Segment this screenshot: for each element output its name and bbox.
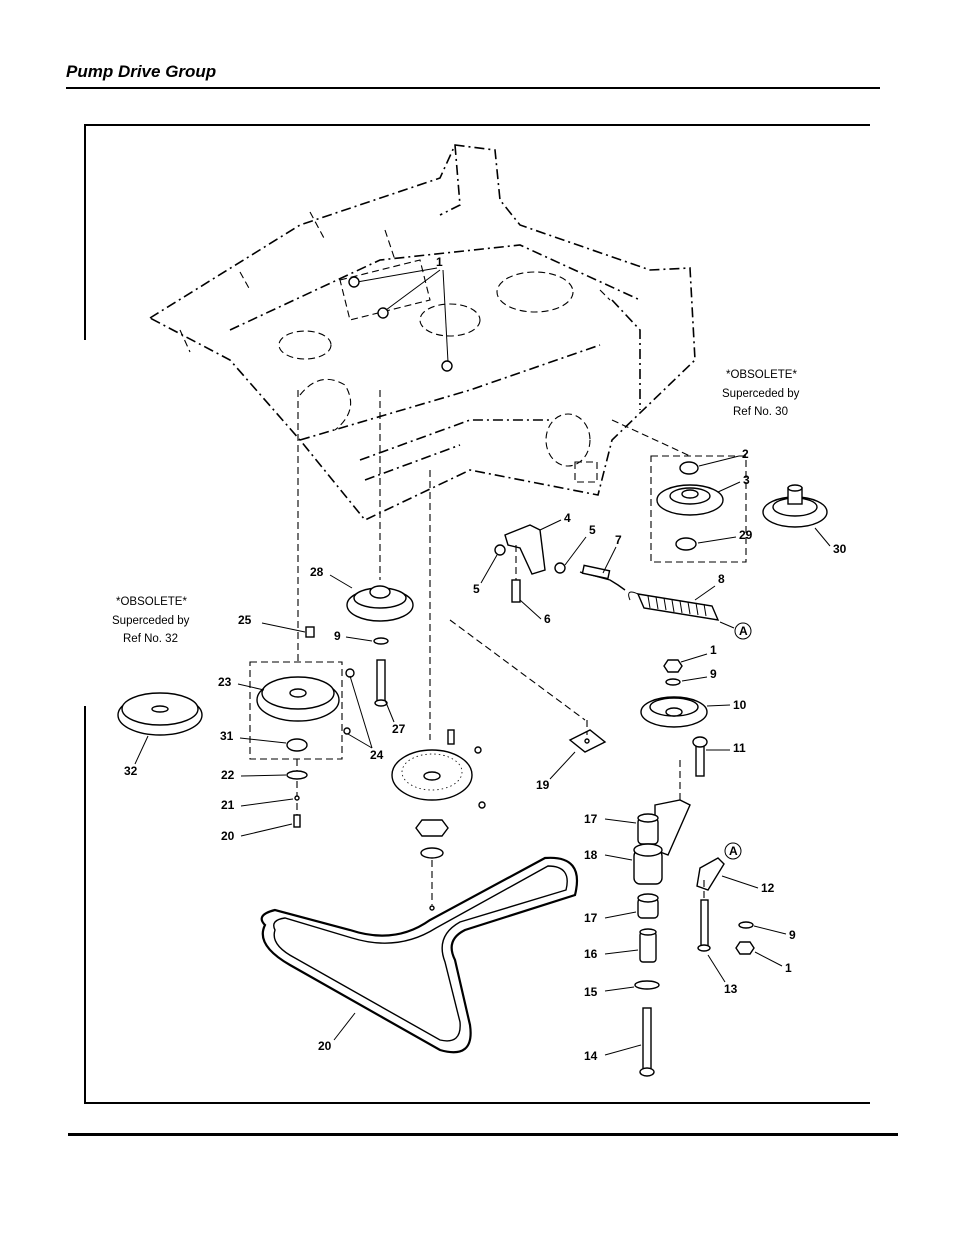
drive-pulley-28-group: 28 9 27 [310, 390, 414, 736]
svg-text:29: 29 [739, 528, 753, 542]
svg-text:*OBSOLETE*: *OBSOLETE* [116, 596, 187, 608]
svg-text:27: 27 [392, 722, 406, 736]
pulley-32: 32 [117, 692, 203, 778]
idler-pulley-group: 1 9 10 11 [640, 643, 747, 777]
svg-text:17: 17 [584, 812, 598, 826]
key-icon [305, 626, 315, 638]
svg-text:32: 32 [124, 764, 138, 778]
idler-arm-group: 19 12 A 17 18 17 16 15 14 [449, 619, 796, 1077]
svg-text:7: 7 [615, 533, 622, 547]
bearing-icon [675, 537, 697, 551]
svg-text:3: 3 [743, 473, 750, 487]
bracket-icon [504, 524, 546, 575]
svg-text:19: 19 [536, 778, 550, 792]
bolt-icon [376, 659, 386, 703]
svg-text:9: 9 [334, 629, 341, 643]
svg-text:5: 5 [589, 523, 596, 537]
svg-text:10: 10 [733, 698, 747, 712]
belt-icon [260, 856, 579, 1054]
hex-nut-icon [415, 819, 449, 837]
svg-text:6: 6 [544, 612, 551, 626]
svg-text:23: 23 [218, 675, 232, 689]
svg-text:Superceded by: Superceded by [112, 615, 190, 627]
svg-text:18: 18 [584, 848, 598, 862]
hex-nut-icon [735, 941, 755, 955]
svg-text:A: A [739, 624, 748, 638]
arm-plate-icon [696, 857, 725, 891]
nut-icon [554, 562, 566, 574]
diagram-frame-bottom [84, 1102, 870, 1104]
engine-pulley-group [391, 470, 486, 911]
svg-text:14: 14 [584, 1049, 598, 1063]
washer-icon [420, 847, 444, 859]
callout-1-top: 1 [348, 255, 453, 372]
svg-text:17: 17 [584, 911, 598, 925]
svg-text:25: 25 [238, 613, 252, 627]
svg-text:*OBSOLETE*: *OBSOLETE* [726, 369, 797, 381]
svg-text:5: 5 [473, 582, 480, 596]
bearing-icon [679, 461, 699, 475]
idler-bracket-group: 4 5 5 6 7 8 A [473, 511, 752, 640]
svg-text:8: 8 [718, 572, 725, 586]
svg-text:9: 9 [710, 667, 717, 681]
nut-icon [494, 544, 506, 556]
svg-text:4: 4 [564, 511, 571, 525]
diagram-frame-top [84, 124, 870, 126]
title-rule [66, 87, 880, 89]
diagram-frame-left-lower [84, 706, 86, 1104]
svg-text:16: 16 [584, 947, 598, 961]
washer-icon [634, 980, 660, 990]
page-title: Pump Drive Group [66, 62, 217, 81]
hex-nut-icon [663, 659, 683, 673]
svg-text:2: 2 [742, 447, 749, 461]
svg-text:20: 20 [221, 829, 235, 843]
hex-nut-icon [441, 360, 453, 372]
svg-text:24: 24 [370, 748, 384, 762]
reference-marker-icon [734, 622, 752, 640]
svg-text:Superceded by: Superceded by [722, 388, 800, 400]
svg-text:Ref No. 30: Ref No. 30 [733, 406, 788, 418]
svg-text:1: 1 [710, 643, 717, 657]
svg-text:12: 12 [761, 881, 775, 895]
svg-text:15: 15 [584, 985, 598, 999]
svg-text:9: 9 [789, 928, 796, 942]
hex-nut-icon [377, 307, 389, 319]
obsolete-group-30: *OBSOLETE* Superceded by Ref No. 30 2 3 … [611, 369, 800, 563]
washer-icon [665, 678, 681, 686]
svg-text:30: 30 [833, 542, 847, 556]
bolt-icon [700, 899, 709, 949]
spacer-icon [639, 931, 657, 963]
bolt-icon [642, 1007, 652, 1073]
svg-text:11: 11 [733, 741, 746, 755]
pulley-30: 30 [762, 484, 847, 556]
washer-icon [286, 770, 308, 780]
svg-text:31: 31 [220, 729, 234, 743]
diagram-frame-left-upper [84, 124, 86, 340]
washer-icon [373, 637, 389, 645]
washer-icon [738, 921, 754, 929]
svg-text:21: 21 [221, 798, 235, 812]
hex-nut-icon [348, 276, 360, 288]
screw-icon [293, 814, 301, 828]
obsolete-group-32: *OBSOLETE* Superceded by Ref No. 32 25 2… [112, 390, 384, 843]
hub-icon [286, 738, 308, 752]
bolt-icon [511, 579, 521, 603]
chassis-frame [148, 144, 696, 521]
svg-text:A: A [729, 844, 738, 858]
svg-text:1: 1 [785, 961, 792, 975]
svg-text:28: 28 [310, 565, 324, 579]
drive-belt-20: 20 [260, 856, 579, 1054]
svg-text:Ref No. 32: Ref No. 32 [123, 633, 178, 645]
callout-label: 20 [318, 1039, 332, 1053]
svg-text:22: 22 [221, 768, 235, 782]
footer-rule [68, 1133, 898, 1136]
svg-text:13: 13 [724, 982, 738, 996]
callout-label: 1 [436, 255, 443, 269]
